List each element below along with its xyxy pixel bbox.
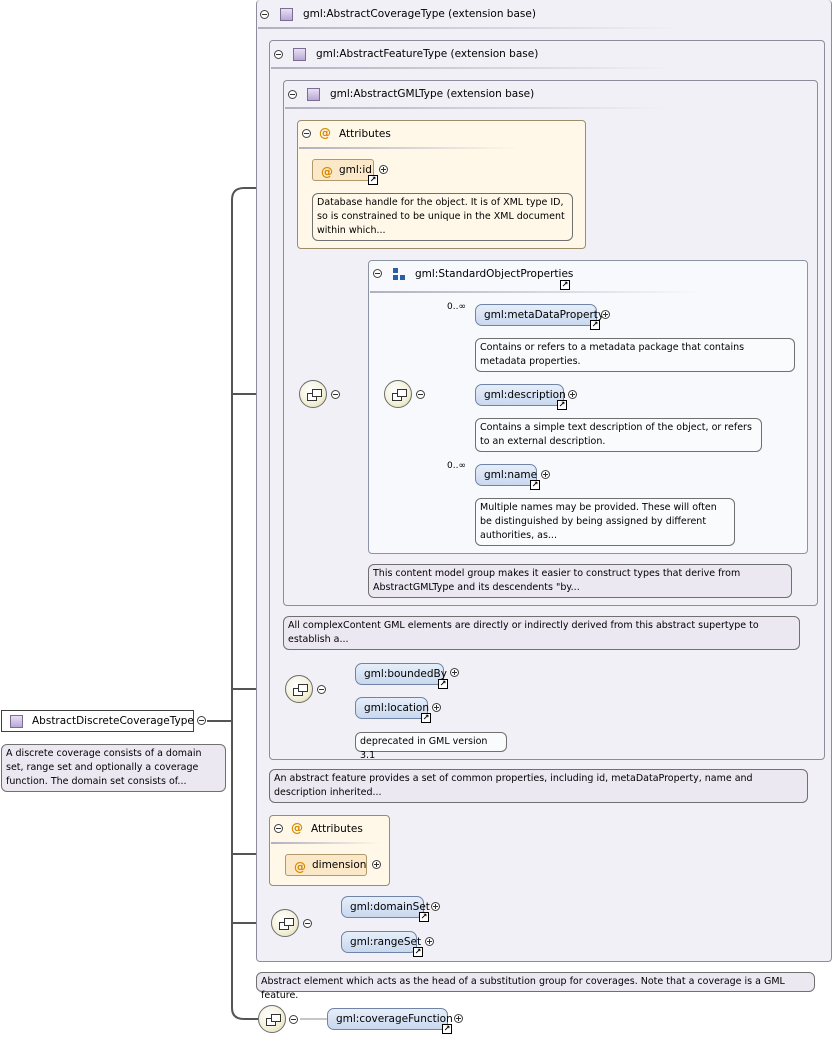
complex-type-icon [293,48,306,61]
element-metadataproperty[interactable]: gml:metaDataProperty [475,304,604,326]
element-boundedby[interactable]: gml:boundedBy [355,663,447,685]
expand-button[interactable] [568,390,577,399]
element-label: gml:boundedBy [364,668,447,680]
element-name[interactable]: gml:name [475,464,537,486]
reference-link-icon[interactable]: ↗ [413,947,423,957]
complex-type-icon [10,715,23,728]
attribute-label: dimension [312,859,367,871]
element-domainset[interactable]: gml:domainSet [341,896,430,918]
attributes-collapse-button[interactable] [274,824,283,833]
sequence-collapse-button[interactable] [331,390,340,399]
attributes-title: Attributes [339,128,391,140]
feature-type-collapse-button[interactable] [274,50,283,59]
reference-link-icon[interactable]: ↗ [368,175,378,185]
gml-type-title: gml:AbstractGMLType (extension base) [330,88,535,100]
sequence-compositor-icon[interactable] [271,909,299,937]
element-description[interactable]: gml:description [475,384,566,406]
title-underline [271,67,671,69]
reference-link-icon[interactable]: ↗ [438,679,448,689]
title-underline [370,291,700,293]
group-title: gml:StandardObjectProperties [415,268,574,280]
attributes-title: Attributes [311,823,363,835]
expand-button[interactable] [541,470,550,479]
element-rangeset[interactable]: gml:rangeSet [341,931,421,953]
reference-link-icon[interactable]: ↗ [557,400,567,410]
attribute-gml-id[interactable]: @ gml:id [312,159,374,181]
coverage-type-documentation: Abstract element which acts as the head … [256,972,815,1001]
metadataproperty-documentation: Contains or refers to a metadata package… [475,338,795,372]
element-label: gml:coverageFunction [336,1013,453,1025]
standard-object-properties-documentation: This content model group makes it easier… [368,564,792,598]
sequence-collapse-button[interactable] [416,390,425,399]
title-underline [285,107,665,109]
expand-button[interactable] [454,1014,463,1023]
sequence-compositor-icon[interactable] [285,675,313,703]
name-documentation: Multiple names may be provided. These wi… [475,498,735,546]
root-collapse-button[interactable] [197,716,206,725]
sequence-compositor-icon[interactable] [258,1005,286,1033]
element-label: gml:location [364,702,430,714]
cardinality-label: 0..∞ [447,302,466,312]
expand-button[interactable] [432,703,441,712]
title-underline [271,842,381,844]
sequence-collapse-button[interactable] [303,919,312,928]
root-element[interactable]: AbstractDiscreteCoverageType [1,710,194,732]
attributes-collapse-button[interactable] [302,129,311,138]
root-documentation: A discrete coverage consists of a domain… [1,744,226,792]
root-element-label: AbstractDiscreteCoverageType [32,715,194,727]
sequence-compositor-icon[interactable] [299,380,327,408]
attribute-dimension[interactable]: @ dimension [285,854,367,876]
expand-button[interactable] [379,165,388,174]
complex-type-icon [280,8,293,21]
expand-button[interactable] [450,668,459,677]
attribute-label: gml:id [339,164,372,176]
description-documentation: Contains a simple text description of th… [475,418,762,452]
gml-id-documentation: Database handle for the object. It is of… [312,193,573,241]
complex-type-icon [307,88,320,101]
reference-link-icon[interactable]: ↗ [442,1024,452,1034]
reference-link-icon[interactable]: ↗ [419,912,429,922]
element-location[interactable]: gml:location [355,697,430,719]
group-icon [393,268,405,280]
expand-button[interactable] [372,860,381,869]
reference-link-icon[interactable]: ↗ [560,280,570,290]
coverage-type-title: gml:AbstractCoverageType (extension base… [303,8,536,20]
title-underline [258,27,678,29]
sequence-collapse-button[interactable] [289,1015,298,1024]
expand-button[interactable] [601,310,610,319]
location-documentation: deprecated in GML version 3.1 [355,732,507,761]
reference-link-icon[interactable]: ↗ [590,320,600,330]
attribute-icon: @ [321,165,333,179]
group-collapse-button[interactable] [373,269,382,278]
attribute-icon: @ [294,860,306,874]
expand-button[interactable] [431,902,440,911]
sequence-collapse-button[interactable] [317,685,326,694]
attribute-icon: @ [291,821,303,835]
coverage-type-collapse-button[interactable] [260,10,269,19]
element-label: gml:metaDataProperty [484,309,605,321]
sequence-compositor-icon[interactable] [384,380,412,408]
element-label: gml:description [484,389,566,401]
gml-type-documentation: All complexContent GML elements are dire… [283,616,800,650]
feature-type-title: gml:AbstractFeatureType (extension base) [316,48,539,60]
element-label: gml:domainSet [350,901,430,913]
feature-type-documentation: An abstract feature provides a set of co… [269,769,808,803]
cardinality-label: 0..∞ [447,461,466,471]
attribute-icon: @ [319,126,331,140]
reference-link-icon[interactable]: ↗ [421,713,431,723]
gml-type-collapse-button[interactable] [288,90,297,99]
element-label: gml:name [484,469,538,481]
title-underline [299,147,519,149]
element-coveragefunction[interactable]: gml:coverageFunction [327,1008,453,1030]
element-label: gml:rangeSet [350,936,422,948]
expand-button[interactable] [425,937,434,946]
reference-link-icon[interactable]: ↗ [530,480,540,490]
